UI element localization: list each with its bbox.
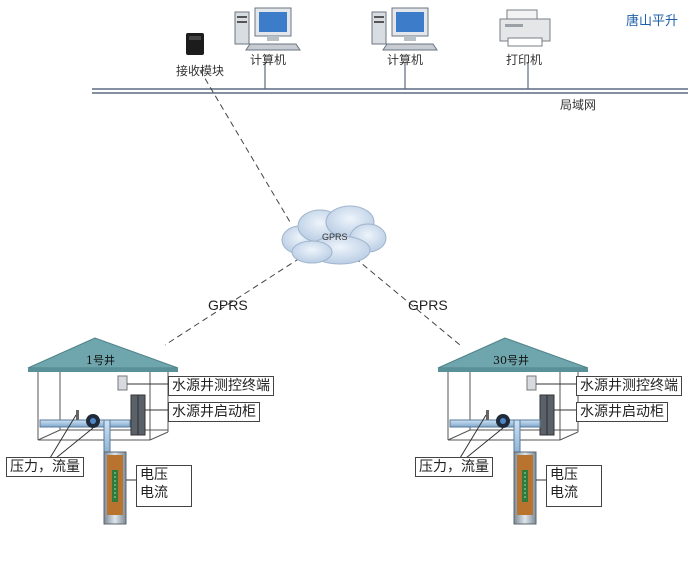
pressure-flow-label: 压力，流量 [415,457,493,477]
printer-icon [499,9,551,47]
well-30-leaders [459,383,576,481]
voltage-label: 电压 [140,467,168,483]
computer-1-label: 计算机 [250,53,287,67]
well-name: 30号井 [493,354,529,367]
cabinet-label: 水源井启动柜 [576,402,668,422]
gprs-link-left-label: GPRS [208,297,248,313]
cloud-label: GPRS [322,232,348,242]
gprs-cloud-icon [281,205,387,265]
printer-label: 打印机 [506,53,543,67]
current-label: 电流 [550,485,578,501]
pressure-flow-label: 压力，流量 [6,457,84,477]
voltage-current-box: 电压 电流 [546,465,602,507]
cabinet-label: 水源井启动柜 [168,402,260,422]
voltage-label: 电压 [550,467,578,483]
voltage-current-box: 电压 电流 [136,465,192,507]
well-1-leaders [49,383,168,481]
gprs-link-right-label: GPRS [408,297,448,313]
lan-label: 局域网 [560,98,597,112]
receiver-module-icon [186,33,204,55]
brand-logo-text: 唐山平升 [626,14,679,29]
well-station-1 [27,337,179,525]
current-label: 电流 [140,485,168,501]
well-station-30 [437,337,589,525]
computer-icon [371,7,438,51]
terminal-label: 水源井测控终端 [168,376,274,396]
computer-2-label: 计算机 [387,53,424,67]
well-name: 1号井 [86,354,115,367]
receiver-module-label: 接收模块 [176,64,225,78]
computer-icon [234,7,301,51]
lan-bus [92,62,688,94]
terminal-label: 水源井测控终端 [576,376,682,396]
gprs-links [164,69,461,346]
